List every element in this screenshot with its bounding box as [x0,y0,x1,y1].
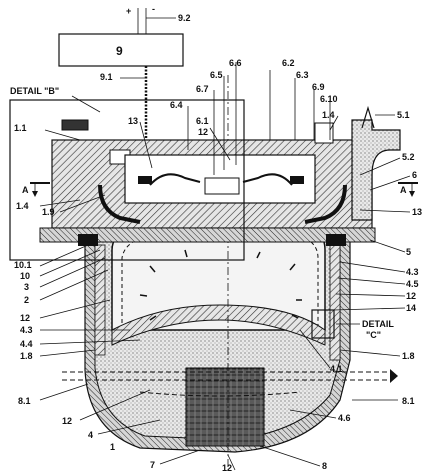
flow-arrowhead [390,369,398,383]
side-wall-right [329,244,341,361]
label-6-7: 6.7 [196,84,209,94]
box-9-label: 9 [116,44,123,58]
label-12-right: 12 [406,291,416,301]
label-detail-c-2: "C" [366,330,381,340]
threaded-plug [61,119,89,131]
label-9-1: 9.1 [100,72,113,82]
label-4-4: 4.4 [20,339,33,349]
plus-sign: + [126,6,131,16]
label-7: 7 [150,460,155,470]
label-4-3-right: 4.3 [406,267,419,277]
label-12-top: 12 [198,127,208,137]
outlet-arrow [361,105,375,129]
label-1-4-left: 1.4 [16,201,29,211]
detail-b-frame [9,99,245,261]
label-14: 14 [406,303,416,313]
label-4-6: 4.6 [338,413,351,423]
box-9 [58,33,184,67]
label-8-1-right: 8.1 [402,396,415,406]
leader-detail-b [71,95,101,113]
leader-lines [39,62,411,471]
reference-labels: 6.6 6.5 6.7 6.4 6.1 12 13 6.2 6.3 6.9 6.… [14,58,422,473]
clip-right [242,173,293,186]
label-1-8-right: 1.8 [402,351,415,361]
label-8-1-left: 8.1 [18,396,31,406]
vessel-body [62,75,398,470]
label-12-left: 12 [20,313,30,323]
clip-left [149,173,201,186]
label-1-1: 1.1 [14,123,27,133]
section-a-markers: A A [22,182,418,197]
section-a-right: A [400,185,407,195]
label-4-3-left: 4.3 [20,325,33,335]
channel-right [304,184,347,224]
label-1-8-left: 1.8 [20,351,33,361]
minus-sign: - [152,4,155,14]
label-6-5: 6.5 [210,70,223,80]
side-wall-left [94,244,106,356]
flow-arrows [62,371,390,397]
radial-marks [139,249,302,321]
sensor-block [204,177,240,195]
detail-b-label: DETAIL "B" [10,86,59,96]
label-6: 6 [412,170,417,180]
label-12-lower: 12 [62,416,72,426]
label-6-2: 6.2 [282,58,295,68]
outlet-pipe [351,119,401,221]
label-6-1: 6.1 [196,116,209,126]
bottom-plate [111,304,326,346]
label-5-1: 5.1 [397,110,410,120]
channel-left [98,184,141,224]
label-6-10: 6.10 [320,94,338,104]
control-unit: + - 9.2 9 9.1 [58,4,191,175]
label-10-1: 10.1 [14,260,32,270]
label-2: 2 [24,295,29,305]
label-13-top: 13 [128,116,138,126]
label-6-4: 6.4 [170,100,183,110]
lid-assembly [39,105,401,246]
label-1-4-top: 1.4 [322,110,335,120]
label-4: 4 [88,430,93,440]
label-6-3: 6.3 [296,70,309,80]
label-1: 1 [110,442,115,452]
detail-c-box [311,309,335,339]
bolt-right [314,122,334,144]
label-12-bottom: 12 [222,463,232,473]
label-10: 10 [20,271,30,281]
label-3: 3 [24,282,29,292]
label-4-1: 4.1 [330,364,343,374]
label-5-2: 5.2 [402,152,415,162]
element-8 [185,367,265,447]
section-a-left: A [22,185,29,195]
label-1-9: 1.9 [42,207,55,217]
contact-left [138,176,152,184]
label-4-5: 4.5 [406,279,419,289]
label-9-2: 9.2 [178,13,191,23]
contact-right [290,176,304,184]
label-6-9: 6.9 [312,82,325,92]
gasket-left [78,234,98,246]
label-5: 5 [406,247,411,257]
label-detail-c-1: DETAIL [362,319,394,329]
label-6-6: 6.6 [229,58,242,68]
label-8: 8 [322,461,327,471]
label-13-right: 13 [412,207,422,217]
gasket-right [326,234,346,246]
base-flange [39,227,376,243]
